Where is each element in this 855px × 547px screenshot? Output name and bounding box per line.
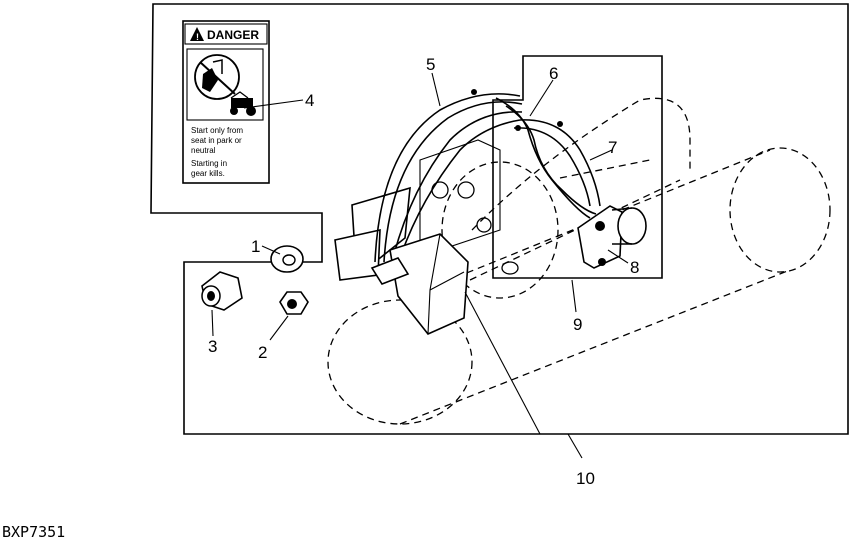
decal-heading: DANGER <box>207 28 259 42</box>
spacer-part <box>201 271 243 311</box>
callout-7: 7 <box>608 138 617 157</box>
warning-triangle-icon <box>190 27 204 41</box>
decal-line-3: neutral <box>191 146 216 155</box>
callout-5: 5 <box>426 55 435 74</box>
svg-text:!: ! <box>196 32 199 42</box>
decal-line-2: seat in park or <box>191 136 242 145</box>
hex-nut-part <box>279 291 309 315</box>
leader-lines <box>211 72 629 459</box>
decal-line-1: Start only from <box>191 126 243 135</box>
figure-code: BXP7351 <box>2 523 65 541</box>
bracket-plate <box>334 186 411 281</box>
decal-line-4: Starting in <box>191 159 227 168</box>
switch-leads <box>495 97 601 219</box>
callout-9: 9 <box>573 315 582 334</box>
wire-harness <box>374 89 523 263</box>
callout-4: 4 <box>305 91 314 110</box>
callout-3: 3 <box>208 337 217 356</box>
relay-housing <box>370 233 469 335</box>
danger-decal: ! DANGER Start only from seat in park or… <box>182 20 270 184</box>
no-start-pictogram-icon <box>194 54 256 116</box>
washer-part <box>270 245 304 273</box>
inset-panel <box>492 55 663 279</box>
callout-8: 8 <box>630 258 639 277</box>
diagram-frame <box>150 3 849 435</box>
callout-6: 6 <box>549 64 558 83</box>
callout-2: 2 <box>258 343 267 362</box>
decal-line-5: gear kills. <box>191 169 225 178</box>
callout-10: 10 <box>576 469 595 488</box>
callout-1: 1 <box>251 237 260 256</box>
